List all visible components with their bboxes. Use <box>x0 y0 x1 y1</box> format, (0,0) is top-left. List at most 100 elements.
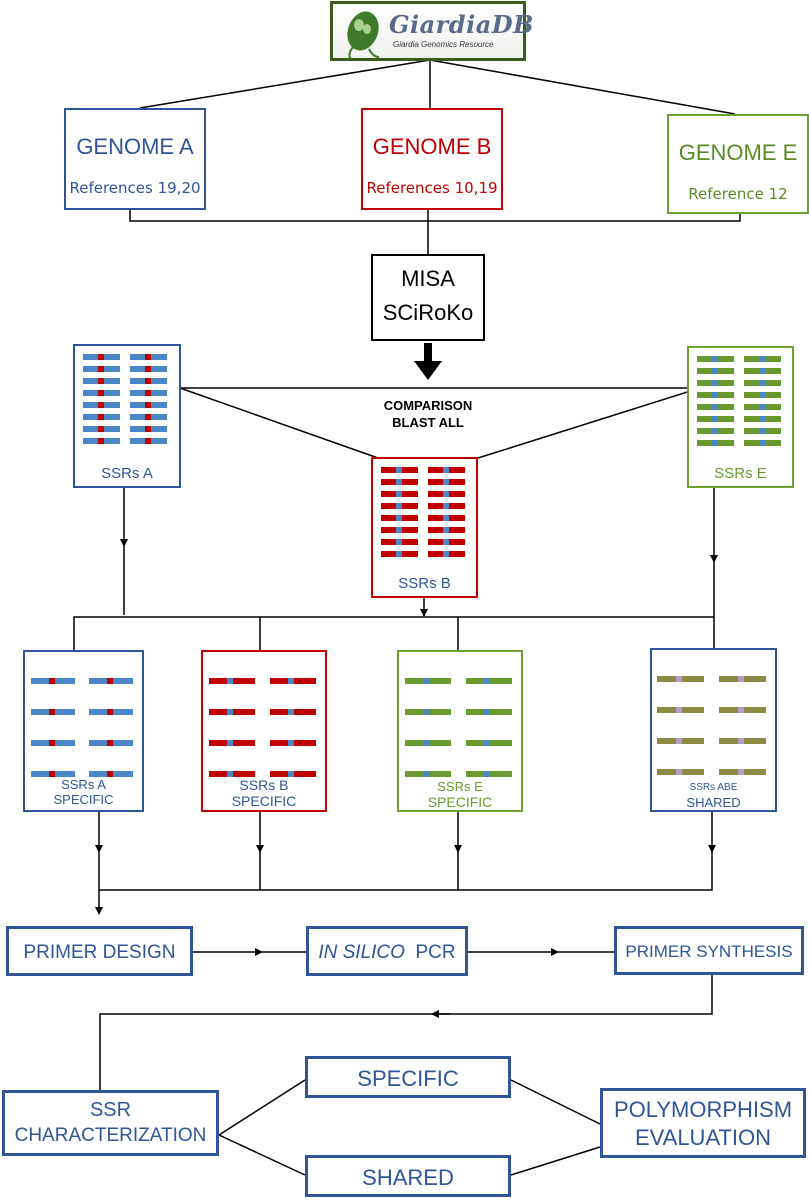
ssr-bar <box>405 771 451 777</box>
ssr-bar <box>130 378 167 384</box>
connector-logo-genome-a <box>139 59 431 109</box>
ssrs-a-box: SSRs A <box>73 344 181 488</box>
ssr-bar <box>697 416 734 422</box>
pcr-label: PCR <box>415 942 456 963</box>
ssr-bar <box>83 378 120 384</box>
ssr-bar <box>381 467 418 473</box>
category-abe-box: SSRs ABE SHARED <box>650 648 777 812</box>
ssr-bar <box>270 678 316 684</box>
ssr-bar <box>31 709 75 715</box>
ssr-bar <box>130 438 167 444</box>
ssr-bar <box>657 707 704 713</box>
ssr-bar <box>697 440 734 446</box>
ssr-bar <box>130 414 167 420</box>
category-a-box: SSRs A SPECIFIC <box>23 650 144 812</box>
ssr-bar <box>381 503 418 509</box>
ssr-bar <box>130 426 167 432</box>
ssrs-e-label: SSRs E <box>714 465 767 482</box>
connector-ssr-shared <box>218 1134 306 1176</box>
connector-logo-genome-e <box>429 59 736 115</box>
ssr-bar <box>130 354 167 360</box>
ssr-bar <box>428 491 465 497</box>
comparison-label: COMPARISON <box>383 398 473 413</box>
ssr-bar <box>89 709 133 715</box>
category-e-line2: SPECIFIC <box>427 794 493 810</box>
ssr-bar <box>744 392 781 398</box>
logo-tagline: Giardia Genomics Resource <box>393 40 494 49</box>
ssrs-b-box: SSRs B <box>371 457 478 598</box>
in-silico-pcr-box: IN SILICO PCR <box>306 926 468 976</box>
category-abe-line2: SHARED <box>686 795 741 810</box>
ssr-bar <box>697 380 734 386</box>
ssr-bar <box>744 356 781 362</box>
ssr-bar <box>719 676 766 682</box>
genome-e-title: GENOME E <box>678 140 798 165</box>
primer-synthesis-box: PRIMER SYNTHESIS <box>614 926 804 975</box>
ssr-bar <box>744 380 781 386</box>
ssr-bar <box>31 740 75 746</box>
genome-a-title: GENOME A <box>76 134 194 159</box>
ssr-bar <box>428 515 465 521</box>
ssr-bar <box>657 676 704 682</box>
comparison-line-e <box>477 387 701 459</box>
ssr-bar <box>31 771 75 777</box>
shared-label: SHARED <box>362 1165 454 1190</box>
ssr-bar <box>744 428 781 434</box>
ssr-bar <box>381 491 418 497</box>
ssr-label: SSR <box>89 1099 132 1121</box>
ssr-bar <box>89 771 133 777</box>
category-a-line1: SSRs A <box>61 777 106 792</box>
category-bus <box>73 616 715 650</box>
ssr-bar <box>428 527 465 533</box>
ssr-bar <box>744 368 781 374</box>
ssr-bar <box>428 539 465 545</box>
ssr-bar <box>697 368 734 374</box>
ssr-bar <box>405 709 451 715</box>
tools-box: MISA SCiRoKo <box>371 254 485 341</box>
ssr-bar <box>31 678 75 684</box>
ssr-bar <box>697 404 734 410</box>
ssr-bar <box>405 678 451 684</box>
ssr-bar <box>744 440 781 446</box>
ssrs-a-label: SSRs A <box>101 465 153 482</box>
genome-e-box: GENOME E Reference 12 <box>667 114 809 214</box>
ssr-bar <box>209 771 255 777</box>
blast-label: BLAST ALL <box>392 415 464 430</box>
ssr-bar <box>83 438 120 444</box>
ssr-bar <box>744 404 781 410</box>
ssr-bar <box>130 390 167 396</box>
primer-design-label: PRIMER DESIGN <box>23 942 176 963</box>
ssr-bar <box>209 709 255 715</box>
ssr-bar <box>83 366 120 372</box>
characterization-label: CHARACTERIZATION <box>14 1125 207 1146</box>
ssr-bar <box>209 678 255 684</box>
ssr-bar <box>83 354 120 360</box>
collector-bus <box>98 852 713 891</box>
ssr-bar <box>381 479 418 485</box>
connector-return <box>436 975 713 1015</box>
ssr-bar <box>270 740 316 746</box>
category-b-box: SSRs B SPECIFIC <box>201 650 327 812</box>
primer-synthesis-label: PRIMER SYNTHESIS <box>625 942 793 961</box>
category-a-line2: SPECIFIC <box>53 792 114 807</box>
ssr-bar <box>89 740 133 746</box>
ssr-bar <box>83 390 120 396</box>
misa-arrow-shaft <box>424 343 432 365</box>
ssr-bar <box>428 467 465 473</box>
ssr-bar <box>83 402 120 408</box>
misa-arrow-head <box>414 361 442 380</box>
ssr-bar <box>130 402 167 408</box>
ssr-bar <box>719 769 766 775</box>
ssr-bar <box>381 527 418 533</box>
ssr-bar <box>83 414 120 420</box>
ssr-bar <box>209 740 255 746</box>
comparison-line-a <box>179 387 379 459</box>
category-e-box: SSRs E SPECIFIC <box>397 650 523 812</box>
tool-sciroko: SCiRoKo <box>382 300 474 325</box>
ssr-bar <box>466 709 512 715</box>
genome-a-ref: References 19,20 <box>69 179 201 197</box>
polymorphism-label: POLYMORPHISM <box>613 1097 793 1122</box>
ssr-bar <box>428 503 465 509</box>
